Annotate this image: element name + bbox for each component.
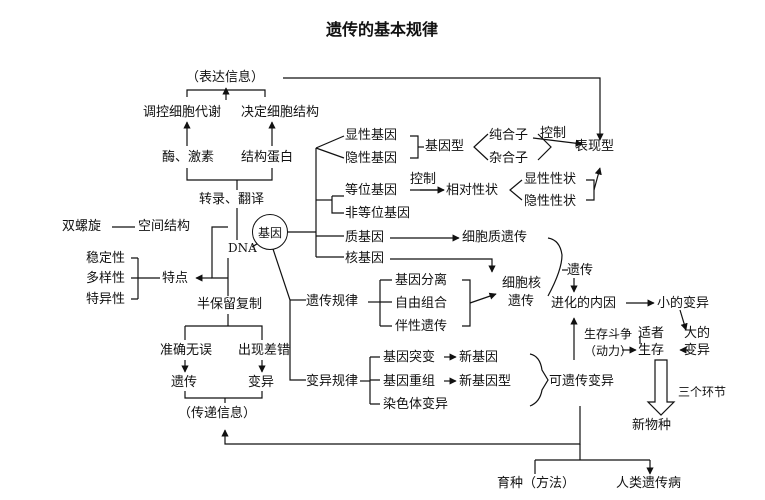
bracket-traits-right xyxy=(586,179,595,201)
new-gene-label: 新基因 xyxy=(459,350,499,365)
enzyme-hormone-label: 酶、激素 xyxy=(162,150,215,165)
hollow-arrow-new-species xyxy=(646,359,676,416)
branch-allele xyxy=(331,195,344,214)
human-disease-label: 人类遗传病 xyxy=(616,476,682,491)
bracket-law-items xyxy=(379,279,392,327)
dominant-trait-label: 显性性状 xyxy=(524,172,577,187)
bracket-variation-items xyxy=(369,356,380,405)
line-nuclear-inheritance xyxy=(390,258,496,273)
new-genotype-label: 新基因型 xyxy=(459,374,512,389)
angle-homo-hetero xyxy=(473,133,489,161)
space-structure-label: 空间结构 xyxy=(138,219,191,234)
bracket-bottom-outcomes xyxy=(534,459,650,474)
power-label: （动力） xyxy=(584,344,633,358)
diversity-label: 多样性 xyxy=(86,271,126,286)
heterozygote-label: 杂合子 xyxy=(489,151,529,166)
segregation-label: 基因分离 xyxy=(395,273,448,288)
transcription-translation-label: 转录、翻译 xyxy=(199,192,265,207)
bracket-heredity-variation xyxy=(184,391,263,399)
double-helix-label: 双螺旋 xyxy=(62,219,102,234)
error-label: 出现差错 xyxy=(238,343,291,358)
angle-right-control xyxy=(537,133,552,161)
heredity-label: 遗传 xyxy=(171,375,198,390)
bracket-replication xyxy=(184,325,263,340)
genotype-label: 基因型 xyxy=(425,139,465,154)
line-gene-to-laws xyxy=(271,245,306,381)
sex-linked-label: 伴性遗传 xyxy=(395,319,448,334)
bracket-under-products xyxy=(186,168,273,181)
evolution-internal-label: 进化的内因 xyxy=(551,296,617,311)
regulate-metabolism-label: 调控细胞代谢 xyxy=(143,105,222,120)
bracket-heredity-right xyxy=(547,237,563,297)
arrow-control1 xyxy=(532,137,583,147)
gene-label: 基因 xyxy=(257,225,282,240)
decide-structure-label: 决定细胞结构 xyxy=(241,105,320,120)
angle-traits xyxy=(509,179,523,201)
arrow-traits-to-phenotype xyxy=(593,167,602,191)
arrow-small-to-big xyxy=(679,309,688,331)
structural-protein-label: 结构蛋白 xyxy=(241,150,294,165)
line-heritable-to-transmit xyxy=(221,406,581,445)
chromosome-variation-label: 染色体变异 xyxy=(383,397,449,412)
expression-label: （表达信息） xyxy=(186,70,265,85)
bracket-genotype xyxy=(410,135,419,159)
control-label-1: 控制 xyxy=(540,126,567,141)
transmit-info-label: （传递信息） xyxy=(178,406,257,421)
big-variation-label-2: 变异 xyxy=(684,343,711,358)
stability-label: 稳定性 xyxy=(86,251,126,266)
free-combination-label: 自由组合 xyxy=(395,296,448,311)
nuclear-gene-label: 核基因 xyxy=(345,251,385,266)
recessive-trait-label: 隐性性状 xyxy=(524,194,577,209)
relative-trait-label: 相对性状 xyxy=(446,183,499,198)
mutation-label: 基因突变 xyxy=(383,350,436,365)
phenotype-label: 表现型 xyxy=(575,139,615,154)
semi-conservative-label: 半保留复制 xyxy=(197,297,263,312)
cytoplasmic-inheritance-label: 细胞质遗传 xyxy=(462,230,528,245)
accurate-label: 准确无误 xyxy=(160,343,213,358)
specificity-label: 特异性 xyxy=(86,292,126,307)
recessive-gene-label: 隐性基因 xyxy=(345,151,398,166)
bracket-heritable xyxy=(529,353,549,407)
line-expression-to-phenotype xyxy=(283,77,604,141)
allele-label: 等位基因 xyxy=(345,183,398,198)
big-variation-label-1: 大的 xyxy=(684,326,711,341)
inheritance-law-label: 遗传规律 xyxy=(306,294,359,309)
bracket-features xyxy=(131,257,160,300)
variation-label: 变异 xyxy=(248,375,275,390)
page-title: 遗传的基本规律 xyxy=(325,20,439,39)
small-change-label: 小的变异 xyxy=(657,296,710,311)
non-allele-label: 非等位基因 xyxy=(345,206,411,221)
fittest-label: 适者 xyxy=(638,326,665,341)
branch-dominant xyxy=(315,135,345,149)
new-species-label: 新物种 xyxy=(632,418,672,433)
plasmagene-label: 质基因 xyxy=(345,230,385,245)
control-label-2: 控制 xyxy=(410,172,437,187)
heritable-variation-label: 可遗传变异 xyxy=(549,374,615,389)
three-links-label: 三个环节 xyxy=(678,385,727,399)
recombination-label: 基因重组 xyxy=(383,374,436,389)
nuclear-inheritance-label-2: 遗传 xyxy=(508,294,535,309)
breeding-label: 育种（方法） xyxy=(497,476,576,491)
bracket-dna-left xyxy=(211,226,228,279)
features-label: 特点 xyxy=(162,271,189,286)
branch-recessive xyxy=(315,147,345,159)
nuclear-inheritance-label-1: 细胞核 xyxy=(502,276,542,291)
arrow-law-to-nuclear xyxy=(469,292,497,304)
heredity-right-label: 遗传 xyxy=(567,263,594,278)
dominant-gene-label: 显性基因 xyxy=(345,128,398,143)
dna-label: DNA xyxy=(228,241,257,255)
gene-circle: 基因 xyxy=(252,214,288,250)
homozygote-label: 纯合子 xyxy=(489,128,529,143)
struggle-label: 生存斗争 xyxy=(584,327,633,341)
survival-label: 生存 xyxy=(638,343,665,358)
variation-law-label: 变异规律 xyxy=(306,374,359,389)
bracket-law-right xyxy=(462,279,471,327)
